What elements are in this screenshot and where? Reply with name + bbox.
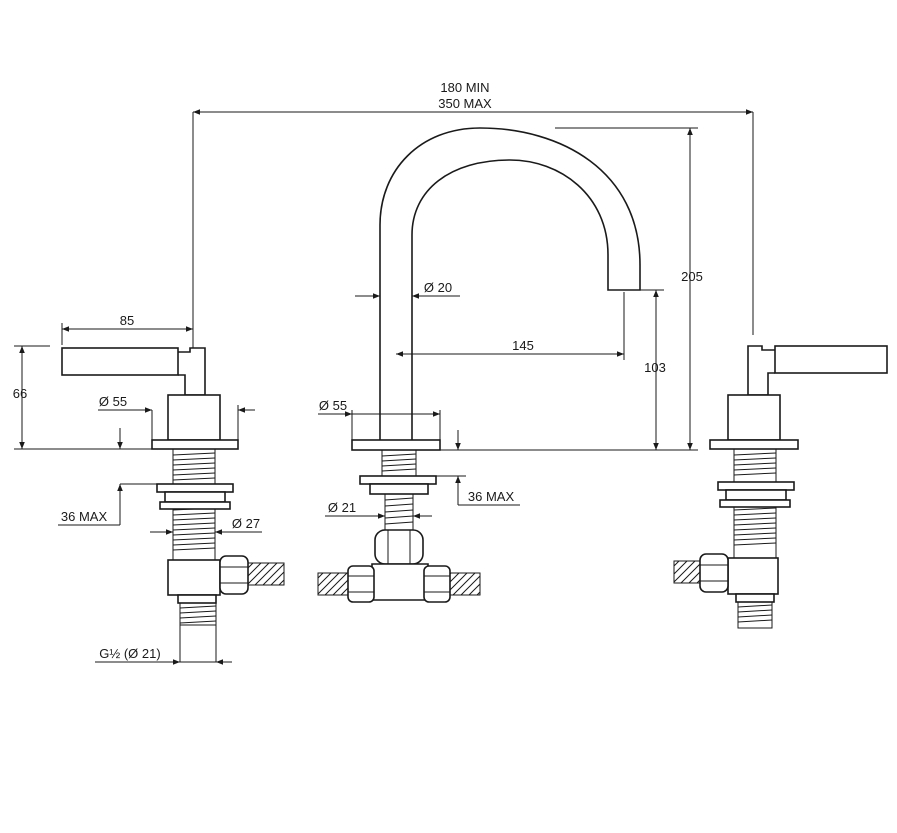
dim-handle-reach: 85 <box>61 313 193 345</box>
tee-right-nut <box>423 565 451 603</box>
right-braided-hose <box>673 560 701 584</box>
spout-washer <box>359 475 437 485</box>
right-lever-handle <box>774 345 888 374</box>
left-valve-flange <box>151 439 239 450</box>
left-side-nut <box>219 555 249 595</box>
dim-center-shank: Ø 21 <box>325 500 432 519</box>
left-nut-top <box>164 491 226 503</box>
spout-connector <box>374 529 424 565</box>
right-washer-top <box>717 481 795 491</box>
label-left-base-diameter: Ø 55 <box>99 394 127 409</box>
right-washer-bottom <box>719 499 791 508</box>
label-center-deck: 36 MAX <box>468 489 515 504</box>
tee-left-nut <box>347 565 375 603</box>
right-inlet-nut <box>735 593 775 603</box>
dim-connection: G½ (Ø 21) <box>95 646 232 665</box>
left-braided-hose <box>247 562 285 586</box>
right-valve <box>673 345 888 629</box>
label-handle-reach: 85 <box>120 313 134 328</box>
left-inlet-nut <box>177 594 217 604</box>
label-span-max: 350 MAX <box>438 96 492 111</box>
right-valve-flange <box>709 439 799 450</box>
right-nut-top <box>725 489 787 501</box>
label-handle-height: 66 <box>13 386 27 401</box>
dim-left-deck: 36 MAX <box>58 483 157 526</box>
left-inlet-pipe <box>179 624 217 663</box>
left-lower-body <box>167 559 221 596</box>
left-lever-handle <box>61 347 179 376</box>
label-left-deck: 36 MAX <box>61 509 108 524</box>
dim-spout-reach: 145 <box>396 292 625 360</box>
label-connection: G½ (Ø 21) <box>99 646 160 661</box>
label-left-shank: Ø 27 <box>232 516 260 531</box>
left-washer-top <box>156 483 234 493</box>
left-lever-neck <box>178 347 206 396</box>
dim-center-base-diameter: Ø 55 <box>318 398 441 440</box>
label-spout-outlet-height: 103 <box>644 360 666 375</box>
label-spout-height: 205 <box>681 269 703 284</box>
right-lower-body <box>727 557 779 595</box>
dim-spout-outlet-height: 103 <box>640 289 666 450</box>
dim-spout-diameter: Ø 20 <box>355 280 460 299</box>
tee-left-hose <box>317 572 349 596</box>
spout-outer-curve <box>379 127 641 440</box>
dim-span: 180 MIN 350 MAX <box>192 80 754 348</box>
label-center-shank: Ø 21 <box>328 500 356 515</box>
spout-nut <box>369 483 429 495</box>
dim-handle-height: 66 <box>13 345 152 450</box>
dim-left-base-diameter: Ø 55 <box>98 394 255 449</box>
spout-base-collar <box>351 439 441 451</box>
label-spout-reach: 145 <box>512 338 534 353</box>
right-lever-neck <box>747 345 775 396</box>
label-spout-diameter: Ø 20 <box>424 280 452 295</box>
spout-tee-body <box>371 563 429 601</box>
dim-center-deck: 36 MAX <box>436 430 520 506</box>
dim-left-shank: Ø 27 <box>150 516 262 535</box>
tee-right-hose <box>449 572 481 596</box>
right-side-nut <box>699 553 729 593</box>
left-shank-thread <box>172 452 216 551</box>
left-valve <box>61 347 285 663</box>
label-span-min: 180 MIN <box>440 80 489 95</box>
dim-spout-height: 205 <box>440 127 703 451</box>
left-washer-bottom <box>159 501 231 510</box>
center-spout <box>317 127 641 603</box>
right-valve-body <box>727 394 781 441</box>
left-valve-body <box>167 394 221 441</box>
label-center-base-diameter: Ø 55 <box>319 398 347 413</box>
